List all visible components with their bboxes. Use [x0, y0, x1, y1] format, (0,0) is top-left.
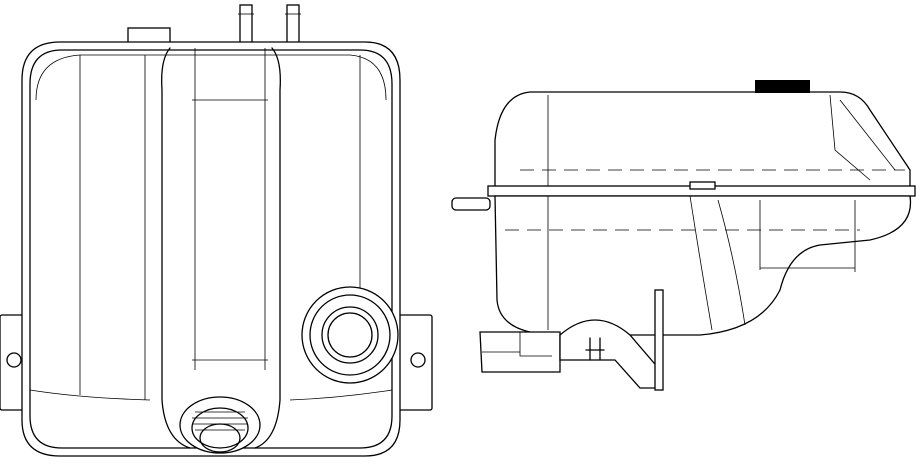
- filler-cap: [301, 286, 399, 384]
- top-cap: [127, 27, 171, 44]
- top-cap: [755, 80, 810, 93]
- mounting-foot: [559, 319, 661, 389]
- bracket-plate: [654, 289, 664, 391]
- tank-upper-shell: [494, 91, 911, 196]
- tank-lower-shell: [494, 195, 912, 336]
- right-mounting-bracket: [397, 314, 433, 411]
- side-view: [451, 80, 916, 391]
- front-view: [0, 4, 433, 457]
- right-bracket-hole: [410, 352, 426, 368]
- left-bracket-hole: [6, 352, 22, 368]
- hose-nipple-right: [286, 4, 300, 44]
- hose-nipple-left: [239, 4, 253, 44]
- tank-body-outline: [21, 41, 401, 457]
- hose-pipe: [451, 197, 491, 211]
